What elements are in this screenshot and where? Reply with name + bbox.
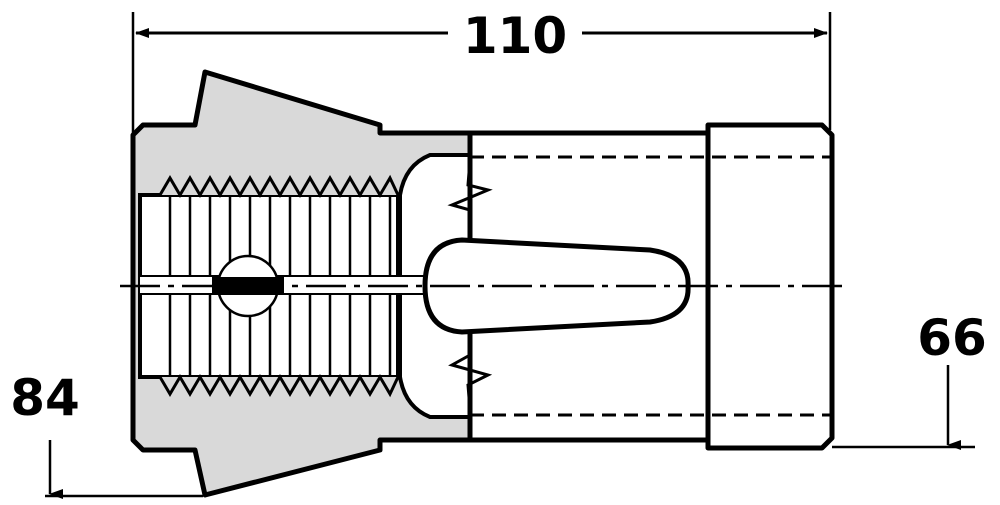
dimension-overall-length: 110 bbox=[131, 7, 832, 168]
dimension-label-length: 110 bbox=[463, 7, 567, 65]
break-line-bottom bbox=[448, 330, 493, 411]
dimension-label-66: 66 bbox=[917, 309, 987, 367]
dimension-large-diameter: 84 bbox=[10, 369, 203, 499]
dimension-small-diameter: 66 bbox=[832, 309, 987, 450]
thread-teeth-top bbox=[158, 174, 400, 198]
break-line-top bbox=[447, 159, 493, 240]
thread-teeth-bottom bbox=[158, 374, 400, 398]
dimension-label-84: 84 bbox=[10, 369, 80, 427]
